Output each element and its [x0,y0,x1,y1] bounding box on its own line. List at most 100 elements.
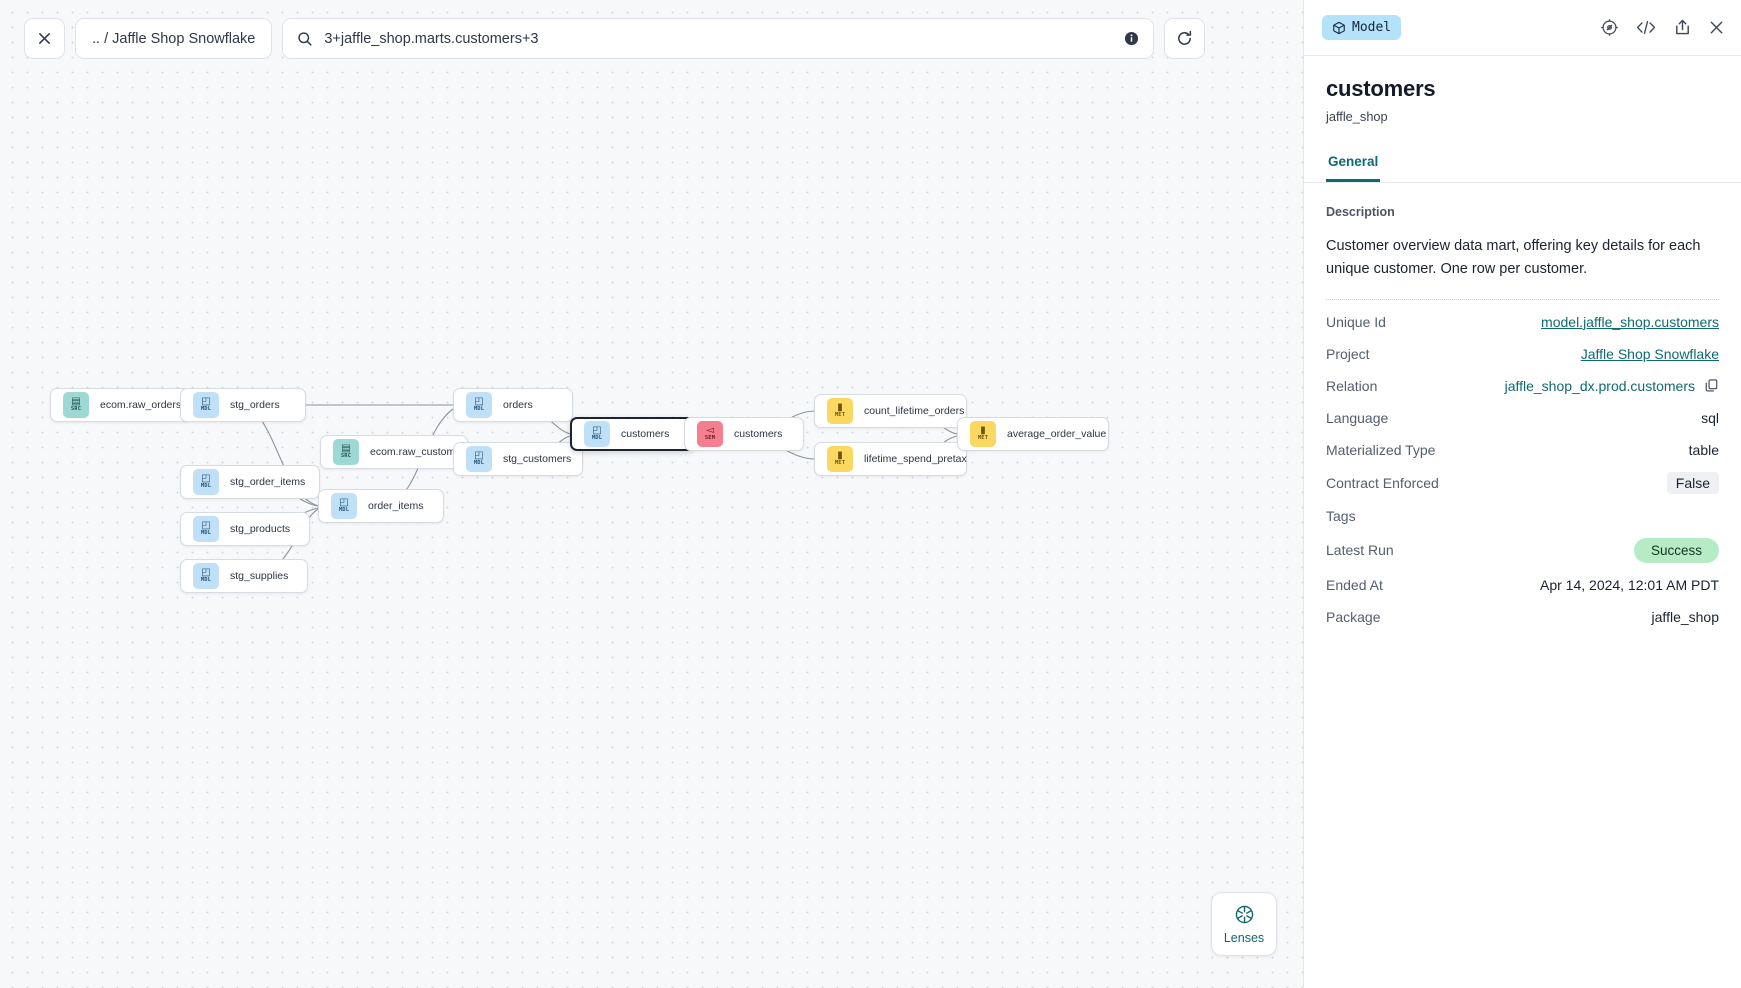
mdl-badge-icon: ◰MDL [466,446,492,472]
graph-node-lifetime_spend_pretax[interactable]: ▮MET lifetime_spend_pretax [814,442,967,476]
property-key: Latest Run [1326,542,1394,559]
description-text: Customer overview data mart, offering ke… [1326,238,1701,277]
graph-node-label: customers [621,428,670,440]
cube-icon [1332,21,1346,35]
graph-node-stg_order_items[interactable]: ◰MDL stg_order_items [180,465,320,499]
value-text: model.jaffle_shop.customers [1541,313,1719,330]
property-row: Relation jaffle_shop_dx.prod.customers [1326,370,1719,402]
mdl-badge-icon: ◰MDL [466,392,492,418]
share-icon[interactable] [1673,18,1692,37]
graph-node-label: count_lifetime_orders [864,405,965,417]
graph-node-stg_supplies[interactable]: ◰MDL stg_supplies [180,559,308,593]
value-text: Apr 14, 2024, 12:01 AM PDT [1540,576,1719,593]
property-row: Latest Run Success [1326,532,1719,569]
met-badge-icon: ▮MET [827,398,853,424]
code-icon[interactable] [1635,18,1657,37]
info-icon[interactable] [1124,31,1139,46]
property-row: Language sql [1326,402,1719,434]
property-row: Unique Id model.jaffle_shop.customers [1326,306,1719,338]
mdl-badge-icon: ◰MDL [193,516,219,542]
compass-icon[interactable] [1600,18,1619,37]
tab-general[interactable]: General [1326,146,1381,182]
graph-node-label: lifetime_spend_pretax [864,453,967,465]
property-value: jaffle_shop [1652,609,1719,625]
graph-node-label: order_items [368,500,424,512]
graph-node-label: stg_order_items [230,476,306,488]
close-panel-icon[interactable] [1708,19,1725,36]
graph-node-count_lifetime_orders[interactable]: ▮MET count_lifetime_orders [814,394,967,428]
refresh-icon [1176,30,1193,47]
property-key: Package [1326,608,1381,625]
panel-tabs: General [1304,146,1741,183]
property-key: Materialized Type [1326,441,1436,458]
property-key: Language [1326,409,1389,426]
panel-title-block: customers jaffle_shop [1304,56,1741,124]
graph-node-stg_products[interactable]: ◰MDL stg_products [180,512,310,546]
close-icon [37,31,52,46]
property-row: Project Jaffle Shop Snowflake [1326,338,1719,370]
graph-node-customers_model[interactable]: ◰MDL customers [570,417,694,451]
graph-node-stg_orders[interactable]: ◰MDL stg_orders [180,388,306,422]
property-value[interactable]: model.jaffle_shop.customers [1541,314,1719,330]
resource-type-chip[interactable]: Model [1322,15,1402,40]
property-key: Relation [1326,377,1378,394]
src-badge-icon: ▤SRC [63,392,89,418]
graph-node-label: stg_orders [230,399,280,411]
graph-node-order_items[interactable]: ◰MDL order_items [318,489,444,523]
property-value[interactable]: Jaffle Shop Snowflake [1581,346,1719,362]
graph-node-label: customers [734,428,783,440]
property-key: Contract Enforced [1326,474,1439,491]
graph-node-label: stg_supplies [230,570,289,582]
details-panel-header: Model [1304,0,1741,56]
graph-node-label: ecom.raw_orders [100,399,182,411]
search-input[interactable] [324,30,1114,47]
lineage-graph: ▤SRC ecom.raw_orders ◰MDL stg_orders ◰MDL stg… [50,388,1109,593]
met-badge-icon: ▮MET [827,446,853,472]
value-text: Jaffle Shop Snowflake [1580,345,1719,362]
graph-node-label: stg_products [230,523,291,535]
mdl-badge-icon: ◰MDL [193,563,219,589]
src-badge-icon: ▤SRC [333,439,359,465]
close-lineage-button[interactable] [24,18,65,59]
graph-node-ecom_raw_orders[interactable]: ▤SRC ecom.raw_orders [50,388,192,422]
property-row: Materialized Type table [1326,434,1719,466]
property-key: Unique Id [1326,313,1386,330]
value-text: sql [1701,409,1719,426]
property-value: False [1666,471,1719,494]
mdl-badge-icon: ◰MDL [584,421,610,447]
mdl-badge-icon: ◰MDL [193,392,219,418]
property-value: Success [1633,537,1719,563]
graph-node-orders[interactable]: ◰MDL orders [453,388,573,422]
property-row: Contract Enforced False [1326,466,1719,500]
value-pill: False [1666,471,1719,494]
mdl-badge-icon: ◰MDL [193,469,219,495]
property-value: sql [1701,410,1719,426]
page-title: customers [1326,76,1436,101]
lineage-canvas[interactable]: .. / Jaffle Shop Snowflake [0,0,1303,988]
panel-subtitle: jaffle_shop [1326,109,1388,124]
property-value[interactable]: jaffle_shop_dx.prod.customers [1505,378,1719,394]
panel-body: Description Customer overview data mart,… [1304,183,1741,988]
graph-node-label: orders [503,399,533,411]
lenses-label: Lenses [1223,930,1265,945]
graph-node-stg_customers[interactable]: ◰MDL stg_customers [453,442,583,476]
mdl-badge-icon: ◰MDL [331,493,357,519]
property-key: Project [1326,345,1370,362]
copy-icon[interactable] [1704,378,1719,393]
met-badge-icon: ▮MET [970,421,996,447]
lineage-search-bar[interactable] [282,18,1155,59]
description-label: Description [1326,205,1395,219]
property-value: table [1689,442,1719,458]
details-panel: Model [1303,0,1741,988]
lenses-button[interactable]: Lenses [1211,892,1277,956]
graph-node-label: stg_customers [503,453,572,465]
refresh-button[interactable] [1164,18,1206,59]
panel-header-actions [1600,18,1725,37]
breadcrumb[interactable]: .. / Jaffle Shop Snowflake [75,18,273,59]
